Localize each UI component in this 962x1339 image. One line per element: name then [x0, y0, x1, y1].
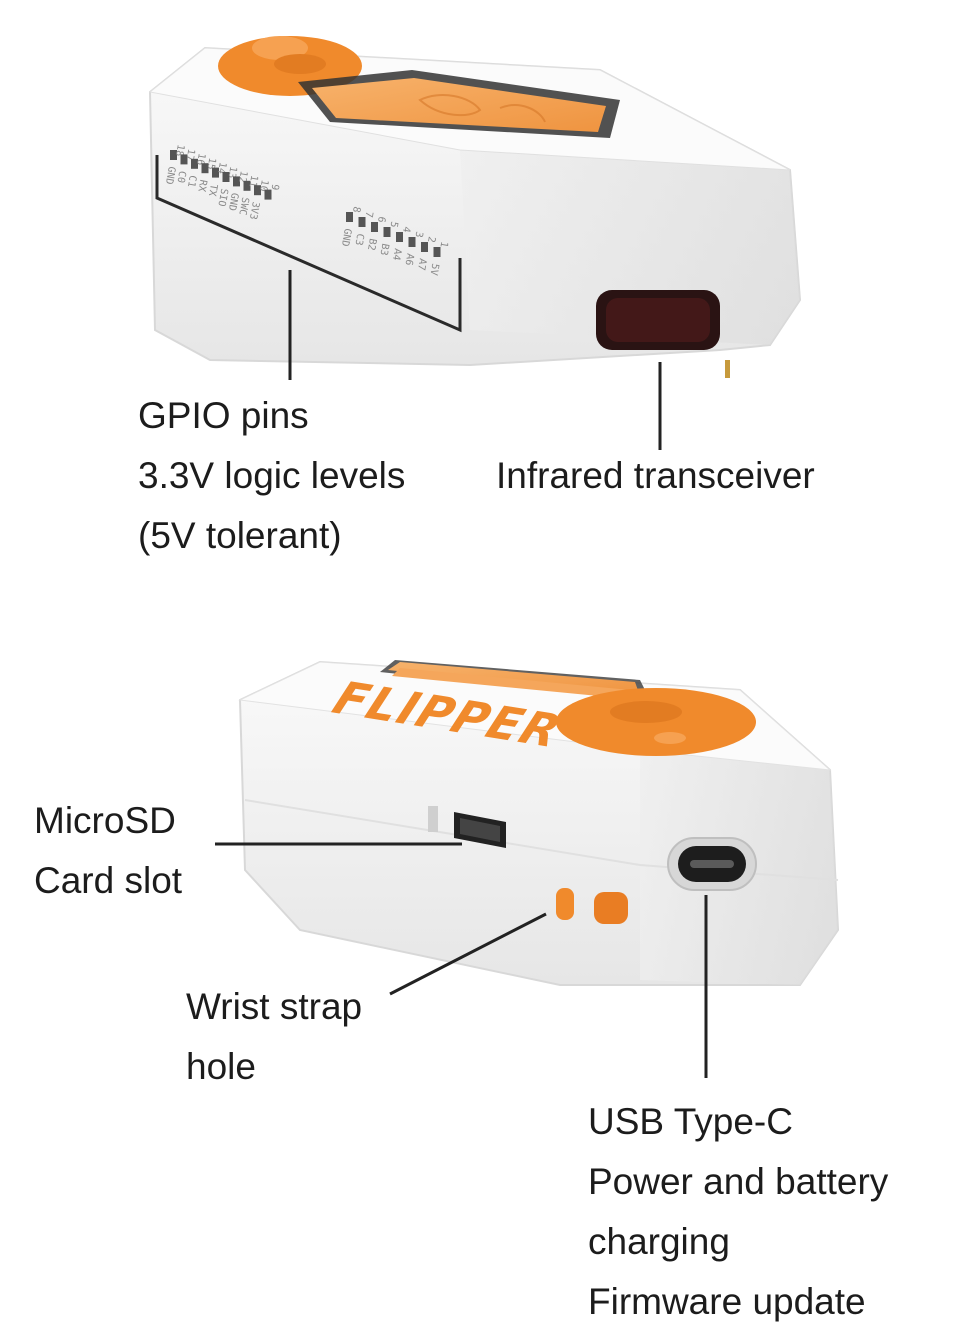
gpio-right-pin	[408, 237, 416, 247]
gpio-right-pin-number: 2	[425, 235, 437, 243]
gpio-right-pin-name: B2	[365, 237, 378, 251]
gpio-right-pin-number: 5	[387, 220, 399, 228]
gpio-right-pin	[433, 247, 441, 257]
bottom-device: FLIPPER	[238, 660, 840, 986]
gpio-right-pin	[358, 217, 366, 227]
gpio-left-pin	[212, 167, 219, 178]
gpio-left-pin	[180, 154, 188, 165]
gpio-right-pin-number: 8	[350, 205, 362, 213]
wrist-strap-label: Wrist strap hole	[186, 977, 362, 1097]
gpio-left-pin-number: 14	[215, 161, 228, 175]
gpio-left-pin-number: 18	[173, 143, 186, 157]
gpio-right-pin	[421, 242, 428, 252]
gpio-right-pin-number: 6	[375, 215, 387, 223]
gpio-left-pin	[254, 185, 261, 196]
infrared-window-icon	[596, 290, 720, 350]
gpio-left-pin-name: SIO	[215, 187, 229, 207]
gpio-right-pin-number: 4	[400, 225, 412, 233]
gpio-left-pin	[222, 172, 230, 182]
top-device: 18GND17C016C115RX14TX13SIO12GND11SWC103V…	[148, 36, 802, 378]
gpio-left-pin-name: GND	[163, 165, 177, 185]
gpio-right-pin-number: 1	[437, 240, 449, 248]
gpio-left-pin-number: 9	[268, 183, 280, 191]
gpio-left-pin-name: SWC	[236, 196, 250, 216]
gpio-right-pin-number: 7	[362, 210, 374, 218]
gpio-pins-label: GPIO pins 3.3V logic levels (5V tolerant…	[138, 386, 405, 566]
gpio-right-pin-name: A7	[415, 257, 428, 271]
gpio-left-pin-number: 16	[194, 152, 207, 166]
gpio-left-pin-name: GND	[226, 192, 240, 212]
wrist-strap-label-line-2: hole	[186, 1046, 256, 1087]
gpio-right-pin	[396, 232, 403, 242]
gpio-pin-header-left: 18GND17C016C115RX14TX13SIO12GND11SWC103V…	[163, 143, 280, 220]
wrist-strap-hole-icon	[556, 888, 628, 924]
usb-label-line-3: charging	[588, 1221, 730, 1262]
infrared-transceiver-label: Infrared transceiver	[496, 446, 815, 506]
gpio-left-pin-name: TX	[206, 183, 219, 197]
gpio-left-pin-number: 12	[236, 170, 249, 184]
usb-type-c-label: USB Type-C Power and battery charging Fi…	[588, 1092, 888, 1332]
microsd-label-line-1: MicroSD	[34, 800, 176, 841]
gpio-left-pin-number: 13	[225, 165, 238, 179]
gpio-left-pin	[170, 150, 177, 160]
gpio-right-pin-name: C3	[352, 232, 365, 246]
gpio-label-line-2: 3.3V logic levels	[138, 455, 406, 496]
gpio-left-pin	[201, 163, 209, 174]
gpio-label-line-3: (5V tolerant)	[138, 515, 342, 556]
infrared-label-line-1: Infrared transceiver	[496, 455, 815, 496]
usb-label-line-1: USB Type-C	[588, 1101, 793, 1142]
gpio-left-pin-number: 15	[204, 157, 217, 171]
gpio-right-pin-name: 5V	[427, 262, 440, 276]
gpio-bracket	[155, 155, 462, 333]
wrist-strap-leader-line	[389, 912, 547, 996]
gpio-right-pin	[346, 212, 353, 222]
gpio-right-pin	[371, 222, 378, 232]
gpio-left-pin	[243, 180, 251, 191]
gpio-left-pin-number: 17	[183, 148, 196, 162]
gpio-left-pin-name: 3V3	[247, 201, 261, 221]
gpio-right-pin-name: GND	[339, 227, 353, 247]
gpio-right-pin-name: A6	[402, 252, 415, 266]
gpio-left-pin	[264, 189, 272, 200]
gpio-label-line-1: GPIO pins	[138, 395, 309, 436]
usb-c-port-icon	[667, 837, 757, 891]
dpad-icon-bottom	[556, 688, 756, 756]
usb-label-line-2: Power and battery	[588, 1161, 889, 1202]
microsd-slot-icon	[428, 806, 506, 848]
wrist-strap-label-line-1: Wrist strap	[186, 986, 363, 1027]
gpio-left-pin	[233, 176, 240, 187]
microsd-slot-label: MicroSD Card slot	[34, 791, 182, 911]
gpio-left-pin-name: RX	[195, 179, 208, 193]
gpio-left-pin-number: 10	[257, 179, 270, 193]
gpio-left-pin-number: 11	[246, 174, 259, 188]
usb-label-line-4: Firmware update	[588, 1281, 866, 1322]
gpio-right-pin-name: A4	[390, 247, 403, 261]
gpio-left-pin	[191, 158, 198, 169]
gpio-right-pin-number: 3	[412, 230, 424, 238]
screen-display-bottom	[380, 660, 650, 700]
screen-display	[298, 70, 620, 138]
microsd-label-line-2: Card slot	[34, 860, 183, 901]
gpio-left-pin-name: C0	[174, 170, 187, 184]
gpio-right-pin-name: B3	[377, 242, 390, 256]
gpio-right-pin	[383, 227, 391, 237]
gpio-left-pin-name: C1	[185, 174, 198, 188]
